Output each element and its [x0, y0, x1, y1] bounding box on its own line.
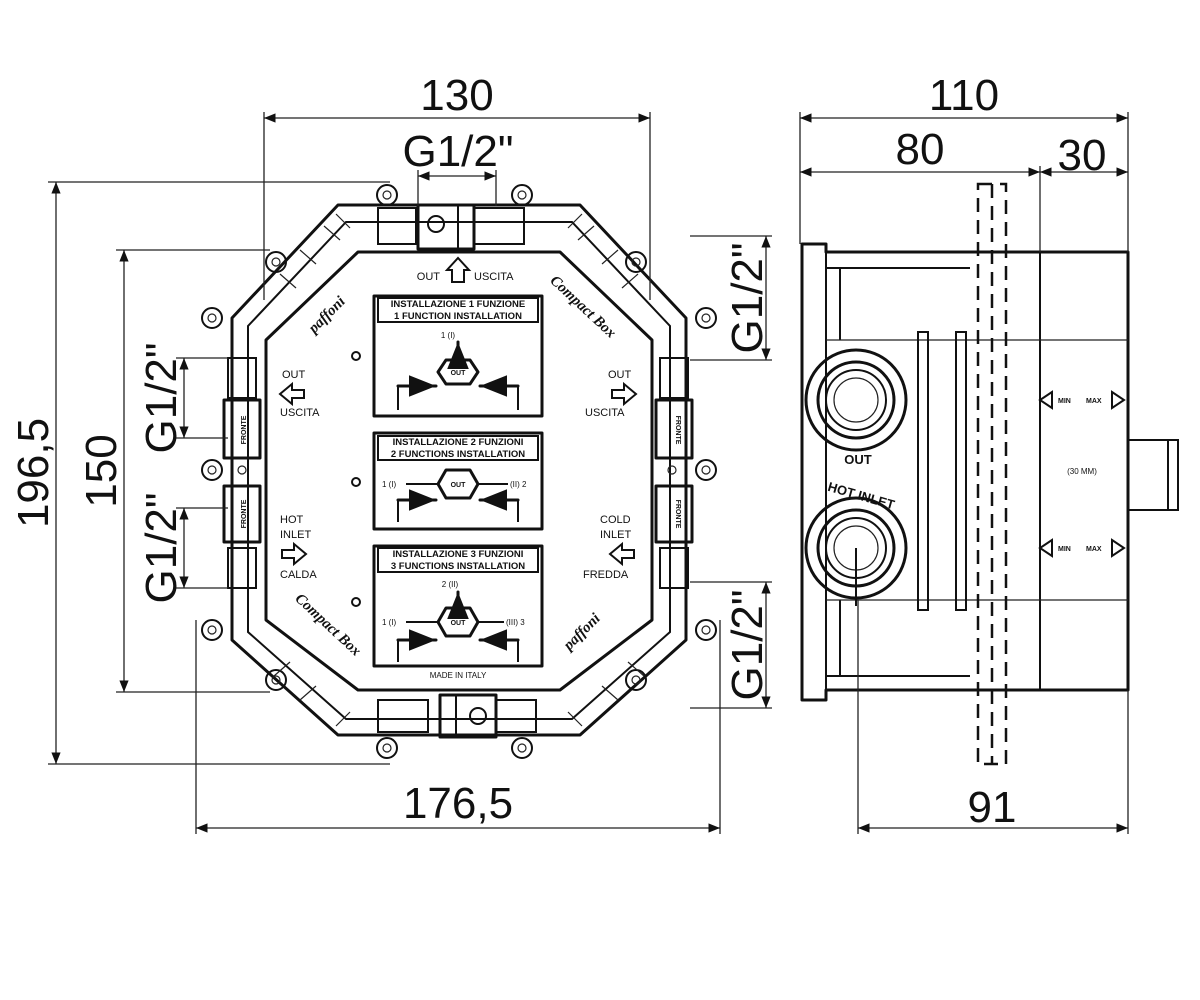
- top-out-label: OUT: [417, 271, 441, 283]
- panel-3-mark-2: 2 (II): [442, 580, 459, 589]
- right-inlet-label: INLET: [600, 529, 631, 541]
- panel-3-mark-1: 1 (I): [382, 618, 397, 627]
- box-outline-middle: [247, 221, 671, 720]
- brand-paffoni-top: paffoni: [304, 293, 349, 338]
- dim-110: 110: [929, 71, 999, 120]
- panel-3-out: OUT: [451, 620, 467, 627]
- box-outline-inner: [264, 250, 654, 692]
- panel-3-mark-3: (III) 3: [506, 618, 525, 627]
- left-ports: [222, 357, 262, 589]
- left-inlet-label: INLET: [280, 529, 311, 541]
- top-uscita-label: USCITA: [474, 271, 514, 283]
- left-hot-label: HOT: [280, 514, 304, 526]
- right-arrow-icon: [611, 381, 638, 407]
- panel-2-title-it: INSTALLAZIONE 2 FUNZIONI: [393, 437, 524, 448]
- panel-1-title-en: 1 FUNCTION INSTALLATION: [394, 311, 522, 322]
- dim-30: 30: [1058, 131, 1107, 180]
- left-calda-label: CALDA: [280, 569, 317, 581]
- right-cold-label: COLD: [600, 514, 631, 526]
- front-view: FRONTE FRONTE FRONTE FRONTE Compact Box …: [201, 184, 717, 759]
- hot-inlet-port-side: [804, 496, 908, 606]
- min-max-upper: MIN MAX: [1038, 390, 1126, 410]
- marker-dot: [351, 477, 361, 487]
- marker-dot: [351, 351, 361, 361]
- dim-176-5: 176,5: [403, 779, 513, 828]
- rib: [917, 331, 929, 611]
- mounting-ears: [201, 184, 717, 759]
- fronte-label-left-upper: FRONTE: [241, 415, 248, 444]
- dim-g12-right-lower: G1/2": [723, 589, 772, 700]
- panel-1-function: INSTALLAZIONE 1 FUNZIONE 1 FUNCTION INST…: [372, 294, 544, 418]
- panel-3-title-en: 3 FUNCTIONS INSTALLATION: [391, 561, 525, 572]
- brand-paffoni-bottom: paffoni: [559, 610, 604, 655]
- fronte-label-left-lower: FRONTE: [241, 499, 248, 528]
- fronte-label-right-upper: FRONTE: [674, 416, 681, 445]
- max-label-upper: MAX: [1086, 398, 1102, 405]
- rib: [955, 331, 967, 611]
- side-hot-inlet-label: HOT INLET: [826, 479, 896, 512]
- panel-1-title-it: INSTALLAZIONE 1 FUNZIONE: [391, 299, 525, 310]
- dim-91: 91: [968, 783, 1017, 832]
- panel-2-functions: INSTALLAZIONE 2 FUNZIONI 2 FUNCTIONS INS…: [372, 431, 544, 531]
- right-fredda-label: FREDDA: [583, 569, 629, 581]
- left-out-label: OUT: [282, 369, 306, 381]
- dim-g12-top: G1/2": [402, 127, 513, 176]
- min-label-lower: MIN: [1058, 546, 1071, 553]
- dim-g12-right-upper: G1/2": [723, 242, 772, 353]
- side-tab: [1167, 439, 1179, 511]
- right-arrow-icon: [281, 541, 308, 567]
- side-dimensions: 110 80 30 91: [799, 71, 1129, 834]
- top-port: [377, 203, 525, 251]
- panel-2-out: OUT: [451, 482, 467, 489]
- dim-196-5: 196,5: [9, 418, 58, 528]
- wall-ribs: [273, 213, 645, 727]
- range-note: (30 MM): [1067, 467, 1097, 476]
- front-dimensions: 130 G1/2" 196,5 150 G1/2" G1/2" 176,5: [9, 71, 772, 834]
- panel-2-mark-1: 1 (I): [382, 480, 397, 489]
- left-arrow-icon: [608, 541, 635, 567]
- made-in-italy-label: MADE IN ITALY: [430, 671, 487, 680]
- right-uscita-label: USCITA: [585, 407, 625, 419]
- dim-130: 130: [420, 71, 493, 120]
- box-outline-outer: [230, 203, 688, 737]
- panel-1-out: OUT: [451, 370, 467, 377]
- side-body-back: [800, 242, 1130, 702]
- min-max-lower: MIN MAX: [1038, 538, 1126, 558]
- dim-150: 150: [77, 434, 126, 507]
- out-port-side: [804, 348, 908, 452]
- dim-80: 80: [896, 125, 945, 174]
- dim-g12-left-upper: G1/2": [137, 342, 186, 453]
- fronte-label-right-lower: FRONTE: [674, 500, 681, 529]
- panel-2-title-en: 2 FUNCTIONS INSTALLATION: [391, 449, 525, 460]
- max-label-lower: MAX: [1086, 546, 1102, 553]
- right-ports: [654, 357, 694, 589]
- panel-2-mark-2: (II) 2: [510, 480, 527, 489]
- bottom-port: [377, 693, 537, 739]
- left-uscita-label: USCITA: [280, 407, 320, 419]
- panel-3-functions: INSTALLAZIONE 3 FUNZIONI 3 FUNCTIONS INS…: [372, 544, 544, 668]
- panel-3-title-it: INSTALLAZIONE 3 FUNZIONI: [393, 549, 524, 560]
- brand-compact-box-top: Compact Box: [547, 273, 620, 342]
- panel-1-mark: 1 (I): [441, 331, 456, 340]
- right-out-label: OUT: [608, 369, 632, 381]
- left-arrow-icon: [278, 381, 305, 407]
- min-label-upper: MIN: [1058, 398, 1071, 405]
- marker-dot: [351, 597, 361, 607]
- up-arrow-icon: [444, 256, 472, 283]
- side-out-label: OUT: [844, 452, 872, 467]
- dim-g12-left-lower: G1/2": [137, 492, 186, 603]
